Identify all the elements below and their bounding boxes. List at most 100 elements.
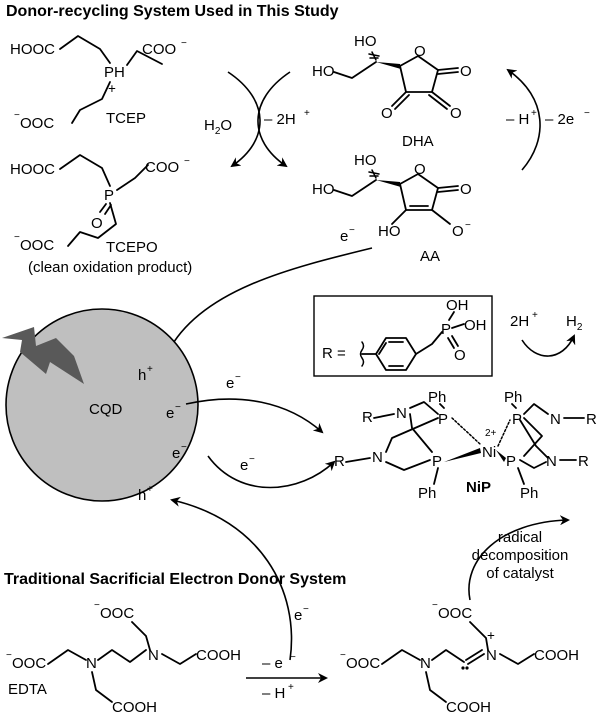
nip-p-4: P (506, 453, 516, 470)
two-h-plus: 2H (510, 313, 529, 330)
radical-decomposition: radical decomposition of catalyst (468, 515, 570, 601)
tcepo-structure: HOOC P O COO − − OOC TCEPO (clean oxidat… (10, 154, 192, 276)
rad-ooc-left-minus: − (340, 650, 346, 661)
cqd-particle: CQD h + e − e − h + (2, 308, 199, 504)
h2-label: H2 (566, 313, 583, 333)
r-o: O (454, 347, 466, 364)
aa-ho-bottom: HO (378, 223, 401, 240)
tcep-coo-minus: − (181, 38, 187, 49)
tcepo-coo: COO (145, 159, 179, 176)
tcep-structure: HOOC PH + COO − − OOC TCEP (10, 35, 187, 132)
edta-n-right: N (148, 647, 159, 664)
tcepo-hooc: HOOC (10, 161, 55, 178)
nip-structure: Ni 2+ P P N N R R Ph Ph P P N N R R Ph P… (334, 389, 597, 502)
tcep-ooc-minus: − (14, 110, 20, 121)
rad-cooh-bottom: COOH (446, 699, 491, 716)
cqd-hole-bottom: h (138, 487, 146, 504)
tcep-oxidation-arrows: H2O – 2H + (204, 71, 310, 168)
hydrogen-evolution: 2H + H2 (510, 310, 583, 357)
rad-n-left: N (420, 655, 431, 672)
edta-to-cqd-arrow: e − (170, 496, 309, 661)
cqd-hole-bottom-plus: + (147, 484, 153, 495)
tcep-plus: + (108, 81, 116, 96)
nip-n-4: N (546, 453, 557, 470)
donor-recycling-heading: Donor-recycling System Used in This Stud… (6, 3, 339, 20)
r-equals: R = (322, 345, 346, 362)
nip-r-4: R (578, 453, 589, 470)
transfer-e-1: e (226, 375, 234, 392)
nip-p-3: P (512, 411, 522, 428)
nip-r-3: R (586, 411, 597, 428)
tcep-hooc: HOOC (10, 41, 55, 58)
water-label: H2O (204, 117, 232, 137)
rad-ooc-top: OOC (438, 605, 472, 622)
edta-n-left: N (86, 655, 97, 672)
edta-structure: − OOC − OOC N N COOH COOH EDTA (6, 600, 241, 716)
two-h-plus-charge: + (532, 310, 538, 321)
edta-cooh-right: COOH (196, 647, 241, 664)
nip-n-3: N (550, 411, 561, 428)
cqd-hole-top: h (138, 367, 146, 384)
aa-o-minus: O (452, 223, 464, 240)
cqd-label: CQD (89, 401, 123, 418)
nip-r-2: R (334, 453, 345, 470)
tcep-label: TCEP (106, 110, 146, 127)
tcep-ooc: OOC (20, 115, 54, 132)
radical-line-2: decomposition (472, 547, 569, 564)
cqd-electron-1-minus: − (175, 402, 181, 413)
ni-charge: 2+ (485, 428, 497, 439)
dha-structure: HO HO O O O O DHA (312, 33, 472, 150)
aa-e-minus: − (349, 225, 355, 236)
cqd-electron-2-minus: − (181, 442, 187, 453)
cqd-electron-1: e (166, 405, 174, 422)
edta-ooc-left: OOC (12, 655, 46, 672)
edta-ooc-top: OOC (100, 605, 134, 622)
dha-o-bottom-right: O (450, 105, 462, 122)
minus-2h-plus: + (304, 108, 310, 119)
minus-2e-minus: − (584, 108, 590, 119)
nip-ph-3: Ph (504, 389, 522, 406)
nip-ph-2: Ph (418, 485, 436, 502)
cqd-hole-top-plus: + (147, 364, 153, 375)
dha-ho-top: HO (354, 33, 377, 50)
aa-ho-top: HO (354, 152, 377, 169)
ni-atom: Ni (482, 444, 496, 461)
nip-n-1: N (396, 405, 407, 422)
edta-ooc-top-minus: − (94, 600, 100, 611)
dha-label: DHA (402, 133, 434, 150)
minus-e-minus: − (290, 652, 296, 663)
aa-ho-left: HO (312, 181, 335, 198)
r-p: P (441, 321, 451, 338)
edta-ooc-left-minus: − (6, 650, 12, 661)
edta-oxidation-arrow: – e − – H + (246, 652, 328, 702)
aa-o-right: O (460, 181, 472, 198)
minus-h-label: – H (506, 111, 529, 128)
edta-e-minus: − (303, 604, 309, 615)
electron-transfer-arrows: e − e − (185, 372, 336, 489)
dha-ring-o: O (414, 43, 426, 60)
minus-2e-label: – 2e (545, 111, 574, 128)
minus-h-edta-plus: + (288, 682, 294, 693)
aa-structure: HO HO O O O − HO AA (312, 152, 472, 265)
dha-o-right: O (460, 63, 472, 80)
minus-2h-label: – 2H (264, 111, 296, 128)
tcep-ph: PH (104, 64, 125, 81)
tcepo-label: TCEPO (106, 239, 158, 256)
r-group-box: R = P OH OH O (313, 295, 493, 377)
tcepo-ooc: OOC (20, 237, 54, 254)
rad-n-plus: + (487, 628, 495, 643)
minus-h-plus: + (531, 108, 537, 119)
cqd-electron-2: e (172, 445, 180, 462)
aa-label: AA (420, 248, 440, 265)
rad-ooc-left: OOC (346, 655, 380, 672)
edta-cooh-bottom: COOH (112, 699, 157, 716)
aa-ring-o: O (414, 161, 426, 178)
radical-line-3: of catalyst (486, 565, 554, 582)
tcepo-p: P (104, 187, 114, 204)
rad-n-right: N (486, 647, 497, 664)
dha-ho-left: HO (312, 63, 335, 80)
tcepo-ooc-minus: − (14, 232, 20, 243)
minus-e-label: – e (262, 655, 283, 672)
edta-e-label: e (294, 607, 302, 624)
